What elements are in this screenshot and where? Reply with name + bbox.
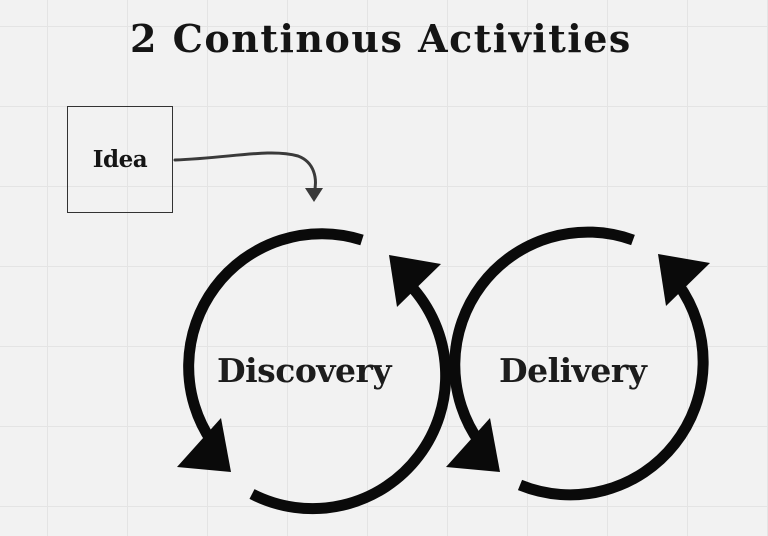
delivery-label: Delivery <box>499 351 647 390</box>
discovery-arrowhead-left <box>177 418 231 472</box>
delivery-arc-right <box>517 280 709 501</box>
idea-label: Idea <box>92 146 148 173</box>
discovery-arc-left <box>183 228 364 446</box>
discovery-label: Discovery <box>217 351 392 390</box>
page-title: 2 Continous Activities <box>130 16 632 61</box>
idea-connector-arrowhead <box>305 188 323 202</box>
delivery-arc-left <box>449 226 635 447</box>
delivery-arrowhead-right <box>658 254 710 306</box>
idea-connector-arrow[interactable] <box>173 151 317 196</box>
idea-box[interactable]: Idea <box>67 106 173 213</box>
delivery-arrowhead-left <box>446 418 500 472</box>
discovery-arrowhead-right <box>389 255 441 307</box>
discovery-arc-right <box>249 281 452 515</box>
